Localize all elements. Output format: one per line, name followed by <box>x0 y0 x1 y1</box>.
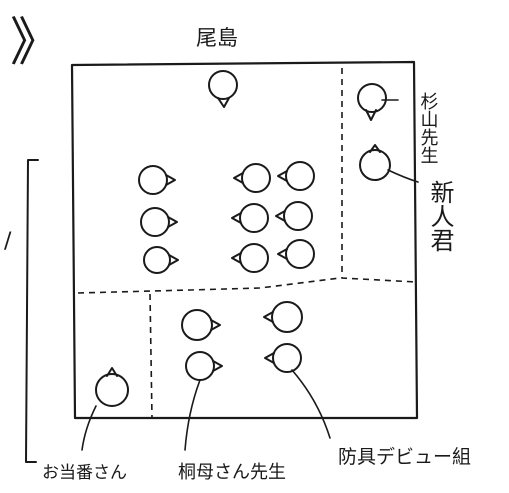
student-mid-3 <box>231 243 269 273</box>
leader-right-mid <box>387 169 419 183</box>
leader-lower-teacher <box>184 379 201 451</box>
duty-zone-divider <box>149 293 153 419</box>
student-right-2 <box>275 201 313 231</box>
corner-mark: 》 <box>10 13 62 73</box>
person-duty <box>95 367 129 407</box>
label-bottom-mid: 桐母さん先生 <box>178 462 286 483</box>
student-mid-1 <box>233 163 271 193</box>
label-bottom-left: お当番さん <box>42 463 127 483</box>
person-lower-1 <box>181 309 221 341</box>
leader-debut <box>291 369 331 439</box>
student-right-3 <box>277 239 315 269</box>
person-lower-2 <box>185 351 223 381</box>
side-mark: / <box>4 229 12 254</box>
student-left-2 <box>140 207 178 237</box>
room-outline <box>70 60 419 420</box>
side-bracket <box>25 159 39 463</box>
label-bottom-right: 防具デビュー組 <box>338 446 471 468</box>
student-right-1 <box>277 161 315 191</box>
person-top <box>208 70 238 108</box>
teacher-zone-divider <box>341 68 417 283</box>
person-lower-4 <box>264 343 302 373</box>
person-right-mid <box>359 144 391 181</box>
student-left-1 <box>138 165 176 195</box>
student-mid-2 <box>231 203 269 233</box>
lower-zone-divider <box>77 277 341 294</box>
label-top: 尾島 <box>196 26 238 50</box>
student-left-3 <box>143 246 179 274</box>
leader-duty <box>81 405 97 451</box>
label-right-mid: 新人君 <box>426 180 454 252</box>
label-right-top: 杉山先生 <box>418 92 439 164</box>
person-right-top <box>357 83 387 121</box>
person-lower-3 <box>263 301 303 333</box>
